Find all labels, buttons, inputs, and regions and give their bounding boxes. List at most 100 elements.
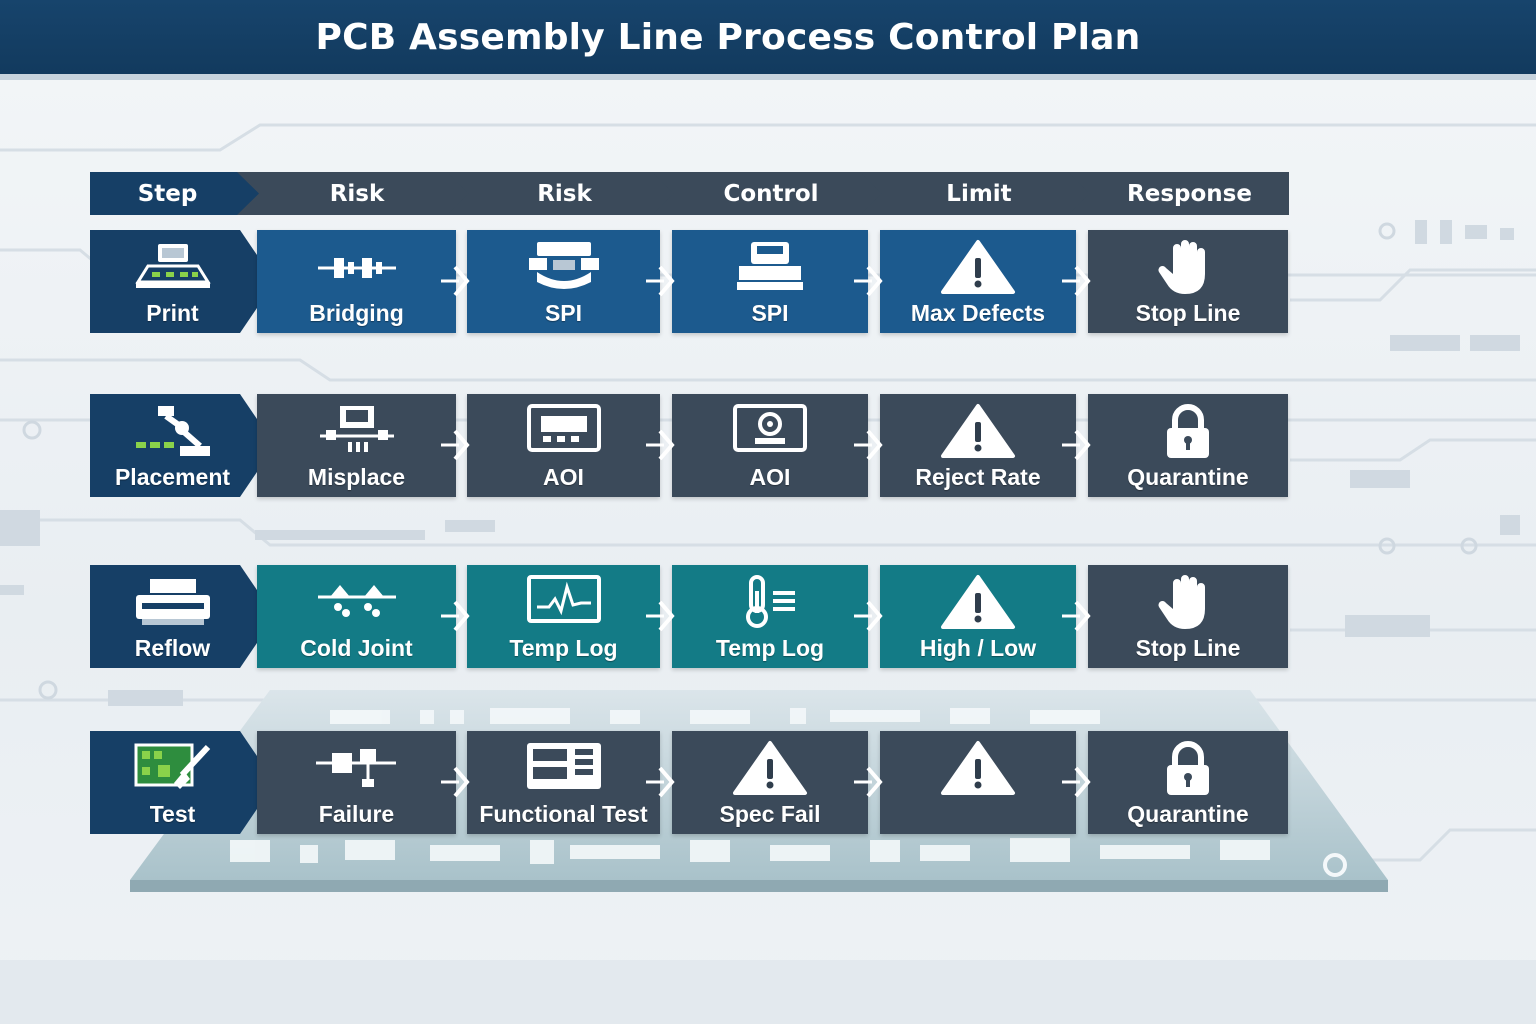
spi-inspection-icon [528,242,599,289]
control-cell: Misplace [257,394,456,497]
cell-label: Quarantine [1127,801,1249,827]
stencil-printer-icon [134,244,211,288]
cell-label: AOI [543,464,584,490]
cell-label: Temp Log [715,635,825,661]
control-cell: SPI [672,230,868,333]
cell-label: Print [146,300,199,326]
flow-arrow-icon [646,766,675,798]
control-cell: SPI [467,230,660,333]
warning-icon [941,575,1015,629]
warning-icon [941,240,1015,294]
lock-icon [1167,404,1209,458]
control-cell: Spec Fail [672,731,868,834]
cold-joint-icon [317,585,396,617]
failure-circuit-icon [315,749,396,787]
flow-arrow-icon [441,429,470,461]
control-cell: Stop Line [1088,230,1288,333]
step-cell: Test [90,731,255,834]
page-title: PCB Assembly Line Process Control Plan [315,16,1141,58]
cell-label: Cold Joint [300,635,413,661]
cell-label: Max Defects [910,300,1046,326]
cell-label: Quarantine [1127,464,1249,490]
temp-chart-icon [526,575,601,623]
flow-arrow-icon [1062,429,1091,461]
title-bar: PCB Assembly Line Process Control Plan [0,0,1536,80]
cell-label: Temp Log [509,635,618,661]
step-chevron [90,394,275,497]
flow-arrow-icon [441,600,470,632]
header-chevron [860,172,1098,215]
thermometer-icon [746,575,795,628]
misplaced-chip-icon [319,406,394,452]
flow-arrow-icon [854,429,883,461]
control-cell: Quarantine [1088,394,1288,497]
control-cell: Stop Line [1088,565,1288,668]
control-cell: Failure [257,731,456,834]
header-label: Step [137,180,198,207]
cell-label: Misplace [307,464,406,490]
cell-label: AOI [749,464,791,490]
header-label: Limit [946,180,1012,207]
flow-arrow-icon [441,265,470,297]
stop-hand-icon [1158,240,1205,294]
control-cell: Reject Rate [880,394,1076,497]
header-chevron [90,172,267,215]
control-cell: AOI [467,394,660,497]
cell-label: Bridging [309,300,404,326]
robot-arm-icon [135,406,210,456]
step-cell: Print [90,230,255,333]
header-chevron [237,172,477,215]
aoi-monitor-icon [526,404,601,452]
header-chevron [447,172,682,215]
control-cell [880,731,1076,834]
step-cell: Reflow [90,565,255,668]
cell-label: SPI [544,300,583,326]
control-cell: Temp Log [467,565,660,668]
solder-bridge-icon [317,258,396,278]
control-cell: AOI [672,394,868,497]
warning-icon [941,741,1015,795]
cell-label: Functional Test [479,801,648,827]
warning-icon [733,741,807,795]
test-instrument-icon [526,743,601,789]
flow-arrow-icon [646,265,675,297]
flow-arrow-icon [854,766,883,798]
control-cell: Functional Test [467,731,660,834]
control-cell: Temp Log [672,565,868,668]
cell-label: Stop Line [1135,635,1241,661]
control-cell: Quarantine [1088,731,1288,834]
step-cell: Placement [90,394,255,497]
flow-arrow-icon [646,600,675,632]
header-label: Risk [329,180,385,207]
cell-label: Spec Fail [719,801,821,827]
cell-label: Failure [318,801,395,827]
cell-label: Reject Rate [915,464,1041,490]
cell-label: Placement [114,464,231,490]
header-chevron [652,172,890,215]
flow-arrow-icon [1062,265,1091,297]
spi-machine-icon [737,242,803,290]
flow-arrow-icon [854,265,883,297]
flow-arrow-icon [646,429,675,461]
reflow-oven-icon [135,579,210,625]
stop-hand-icon [1158,575,1205,629]
test-board-icon [134,743,210,789]
header-label: Control [723,180,819,207]
header-chevron [1068,172,1289,215]
flow-arrow-icon [1062,600,1091,632]
flow-arrow-icon [441,766,470,798]
cell-label: Reflow [134,635,211,661]
cell-label: Test [149,801,196,827]
lock-icon [1167,741,1209,795]
control-cell: Bridging [257,230,456,333]
flow-arrow-icon [1062,766,1091,798]
flow-arrow-icon [854,600,883,632]
cell-label: SPI [751,300,789,326]
header-label: Risk [537,180,592,207]
header-label: Response [1127,180,1252,207]
warning-icon [941,404,1015,458]
cell-label: High / Low [919,635,1037,661]
cell-label: Stop Line [1135,300,1241,326]
aoi-camera-icon [733,404,807,452]
